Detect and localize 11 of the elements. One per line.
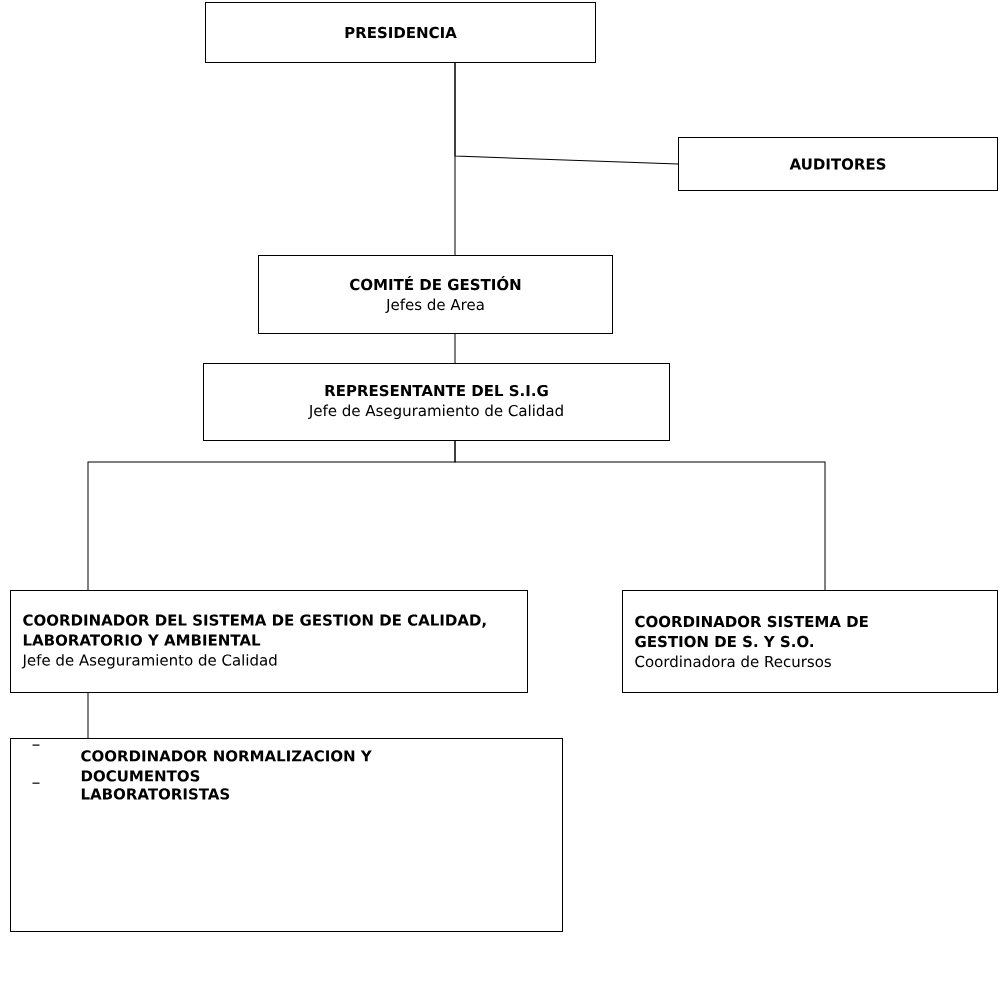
org-box: AUDITORES [678, 137, 998, 191]
org-box: COORDINADOR NORMALIZACION Y DOCUMENTOS LABORATORISTAS [10, 738, 563, 932]
connector-line [454, 62, 679, 165]
org-box: PRESIDENCIA [205, 2, 596, 63]
org-box: REPRESENTANTE DEL S.I.G Jefe de Aseguramiento de Calidad [203, 363, 670, 441]
connector-line [454, 440, 826, 591]
org-box: COORDINADOR SISTEMA DE GESTION DE S. Y S.O. Coordinadora de Recursos [622, 590, 998, 693]
org-box: COORDINADOR DEL SISTEMA DE GESTION DE CALIDAD, LABORATORIO Y AMBIENTAL Jefe de Aseguramiento de Calidad [10, 590, 528, 693]
org-box: COMITÉ DE GESTIÓN Jefes de Area [258, 255, 613, 334]
connector-line [454, 333, 456, 364]
connector-line [87, 692, 89, 739]
